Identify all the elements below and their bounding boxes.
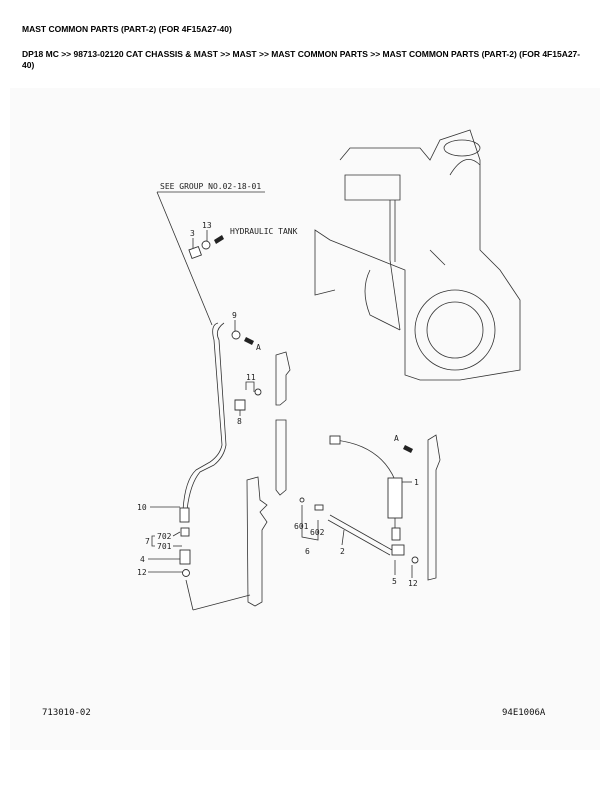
callout-602: 602 bbox=[310, 528, 325, 537]
callout-9: 9 bbox=[232, 311, 237, 320]
breadcrumb: DP18 MC >> 98713-02120 CAT CHASSIS & MAS… bbox=[22, 49, 581, 70]
drawing-number-right: 94E1006A bbox=[502, 708, 546, 718]
callout-4: 4 bbox=[140, 555, 145, 564]
callout-12: 12 bbox=[137, 568, 147, 577]
drawing-number-left: 713010-02 bbox=[42, 708, 91, 718]
callout-13: 13 bbox=[202, 221, 212, 230]
parts-diagram-drawing: SEE GROUP NO.02-18-01 HYDRAULIC TANK A A… bbox=[42, 129, 546, 718]
callout-5: 5 bbox=[392, 577, 397, 586]
truck-outline bbox=[314, 129, 521, 381]
callout-1: 1 bbox=[414, 478, 419, 487]
arrow-a-label: A bbox=[394, 434, 399, 443]
callout-12: 12 bbox=[408, 579, 418, 588]
callout-701: 701 bbox=[157, 542, 172, 551]
callout-3: 3 bbox=[190, 229, 195, 238]
callout-601: 601 bbox=[294, 522, 309, 531]
callout-10: 10 bbox=[137, 503, 147, 512]
arrow-a-label: A bbox=[256, 343, 261, 352]
see-group-label: SEE GROUP NO.02-18-01 bbox=[160, 182, 261, 191]
callout-2: 2 bbox=[340, 547, 345, 556]
callout-6: 6 bbox=[305, 547, 310, 556]
callout-11: 11 bbox=[246, 373, 256, 382]
parts-diagram: SEE GROUP NO.02-18-01 HYDRAULIC TANK A A… bbox=[10, 88, 600, 750]
hydraulic-tank-label: HYDRAULIC TANK bbox=[230, 227, 298, 236]
page-title: MAST COMMON PARTS (PART-2) (FOR 4F15A27-… bbox=[22, 24, 232, 34]
callout-8: 8 bbox=[237, 417, 242, 426]
callout-702: 702 bbox=[157, 532, 172, 541]
callout-7: 7 bbox=[145, 537, 150, 546]
